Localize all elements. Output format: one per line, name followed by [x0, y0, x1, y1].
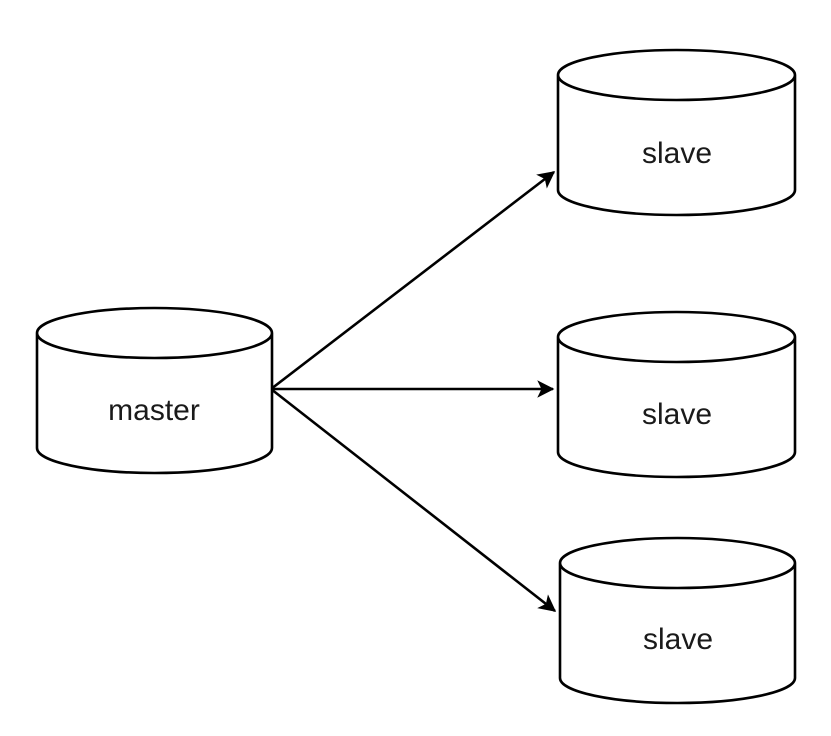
slave-bottom-cylinder-shape — [558, 536, 797, 705]
node-slave-bottom[interactable]: slave — [558, 536, 797, 705]
node-master[interactable]: master — [35, 306, 274, 475]
edge-line-master-to-slave-bottom — [270, 387, 557, 613]
edge-master-to-slave-bottom[interactable] — [270, 387, 557, 613]
slave-bottom-label: slave — [643, 623, 713, 656]
master-label: master — [108, 394, 200, 427]
slave-top-label: slave — [642, 137, 712, 170]
master-cylinder-shape — [35, 306, 274, 475]
edge-master-to-slave-top[interactable] — [270, 170, 556, 391]
slave-middle-cylinder-shape — [556, 310, 797, 479]
edge-group — [270, 170, 557, 613]
edge-line-master-to-slave-top — [270, 170, 556, 391]
slave-middle-label: slave — [642, 398, 712, 431]
node-slave-middle[interactable]: slave — [556, 310, 797, 479]
slave-top-cylinder-shape — [556, 48, 797, 217]
node-slave-top[interactable]: slave — [556, 48, 797, 217]
